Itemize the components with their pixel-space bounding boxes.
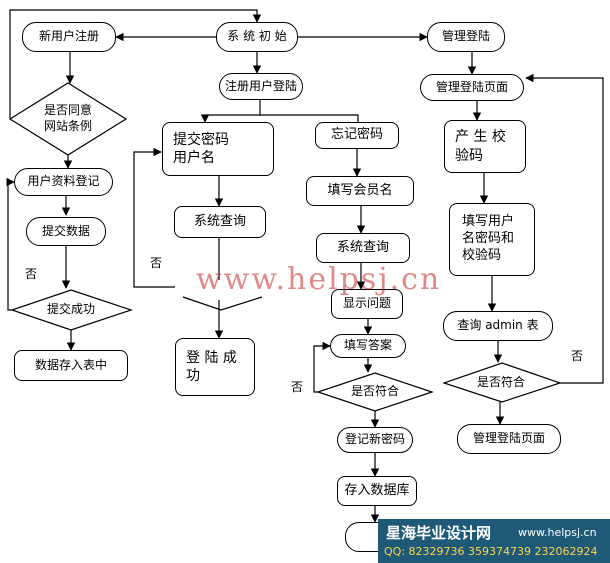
edge-decision-loop	[133, 147, 175, 288]
watermark: www.helpsj.cn	[196, 262, 442, 297]
site-banner: 星海毕业设计网 www.helpsj.cn QQ: 82329736 35937…	[378, 519, 610, 563]
banner-site-name: 星海毕业设计网	[386, 524, 492, 542]
node-register-login: 注册用户登陆	[219, 73, 303, 100]
node-record-new-password: 登记新密码	[337, 427, 413, 453]
node-admin-login-page: 管理登陆页面	[420, 74, 524, 101]
node-fill-member-name: 填写会员名	[306, 176, 414, 206]
edge-match-loop	[313, 341, 331, 393]
edge-reglogin-split	[200, 98, 261, 123]
banner-url[interactable]: www.helpsj.cn	[518, 526, 597, 539]
label-no-mid-left: 否	[150, 256, 163, 270]
node-system-init: 系 统 初 始	[216, 22, 298, 52]
edge-agree-loop	[9, 9, 262, 118]
label-no-left: 否	[25, 267, 38, 281]
node-show-question: 显示问题	[331, 289, 403, 319]
node-match-1: 是否符合	[350, 384, 399, 399]
node-forgot-password: 忘记密码	[315, 122, 399, 149]
node-store-in-table: 数据存入表中	[14, 350, 128, 381]
node-agree-terms: 是否同意 网站条例	[43, 103, 92, 133]
node-admin-login-page-2: 管理登陆页面	[457, 424, 561, 454]
node-submit-success: 提交成功	[46, 302, 95, 317]
diamond-match-1	[316, 372, 434, 412]
node-user-info-register: 用户资料登记	[14, 168, 113, 196]
diamond-match-2	[442, 362, 562, 403]
node-match-2: 是否符合	[476, 375, 525, 390]
node-fill-answer: 填写答案	[330, 334, 406, 358]
node-fill-user-pass-code: 填写用户 名密码和 校验码	[449, 203, 535, 276]
node-submit-data: 提交数据	[26, 217, 106, 246]
node-system-query-1: 系统查询	[174, 206, 266, 238]
edge-match2-loop	[525, 73, 604, 384]
diamond-agree-terms	[8, 82, 128, 156]
label-no-mid-right: 否	[291, 380, 304, 394]
edge-success-loop	[6, 177, 15, 311]
node-system-query-2: 系统查询	[316, 233, 410, 263]
node-login-success: 登 陆 成 功	[175, 338, 255, 396]
edge-reglogin-split-right	[260, 114, 359, 122]
label-no-right: 否	[571, 349, 584, 363]
node-admin-login: 管理登陆	[427, 22, 505, 52]
node-query-admin-table: 查询 admin 表	[443, 311, 553, 341]
banner-contact: QQ: 82329736 359374739 232062924	[384, 545, 598, 558]
node-generate-code: 产 生 校 验码	[444, 120, 526, 173]
edge-decision-shape	[182, 296, 263, 311]
node-submit-password-username: 提交密码 用户名	[162, 122, 274, 176]
node-save-database: 存入数据库	[337, 476, 417, 506]
diamond-submit-success	[10, 289, 133, 331]
node-new-user-register: 新用户注册	[22, 22, 116, 52]
